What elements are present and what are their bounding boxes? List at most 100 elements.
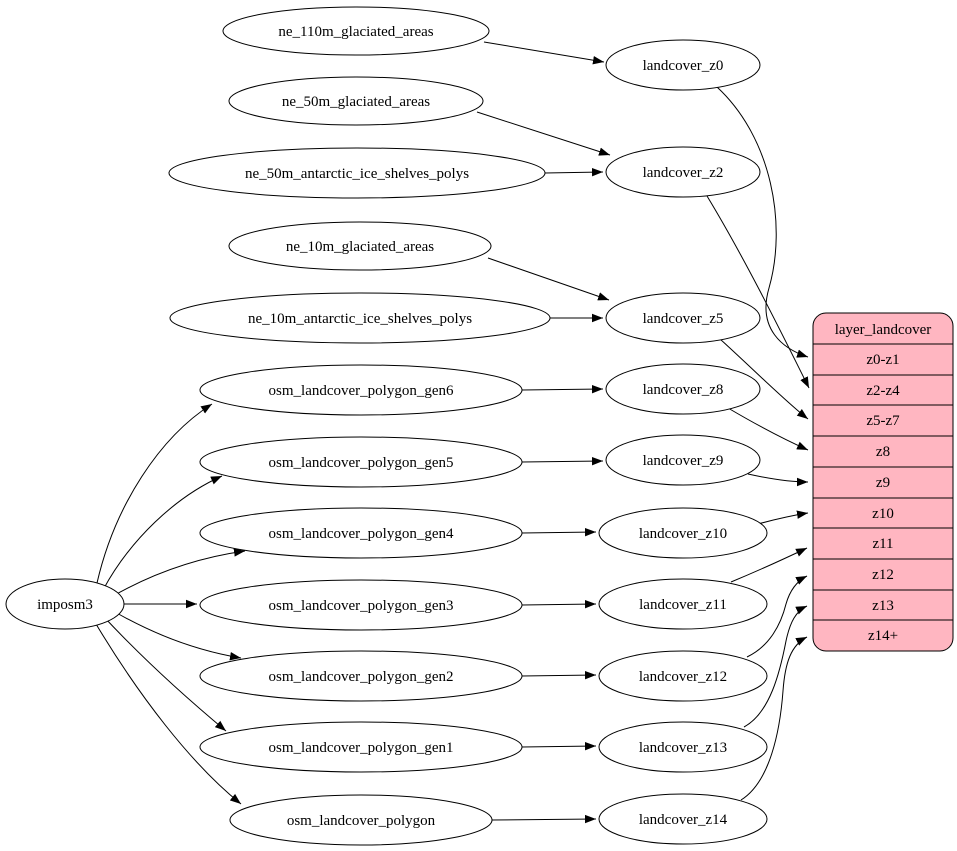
node-shape — [222, 6, 490, 56]
node-osm-landcover-polygon: osm_landcover_polygon — [229, 794, 493, 846]
node-osm-landcover-polygon-gen6: osm_landcover_polygon_gen6 — [199, 364, 523, 416]
edge-z9-to-row — [747, 473, 809, 487]
table-row-z0-z1: z0-z1 — [866, 352, 899, 368]
node-landcover-z12: landcover_z12 — [598, 650, 768, 702]
node-shape — [199, 579, 523, 631]
edge-gen2-to-z12 — [521, 670, 597, 680]
node-shape — [199, 436, 523, 488]
node-osm-landcover-polygon-gen2: osm_landcover_polygon_gen2 — [199, 650, 523, 702]
node-osm-landcover-polygon-gen1: osm_landcover_polygon_gen1 — [199, 721, 523, 773]
node-label: ne_10m_glaciated_areas — [286, 239, 434, 255]
node-landcover-z13: landcover_z13 — [598, 721, 768, 773]
node-osm-landcover-polygon-gen5: osm_landcover_polygon_gen5 — [199, 436, 523, 488]
node-shape — [199, 721, 523, 773]
node-label: ne_10m_antarctic_ice_shelves_polys — [248, 311, 472, 327]
node-shape — [605, 292, 761, 344]
edge-imposm3-to-gen5 — [102, 475, 223, 591]
table-row-z11: z11 — [872, 536, 893, 552]
table-row-z13: z13 — [872, 598, 894, 614]
edge-ne50m-ant-to-z2 — [544, 167, 604, 177]
node-label: ne_110m_glaciated_areas — [278, 24, 433, 40]
node-landcover-z9: landcover_z9 — [605, 434, 761, 486]
node-shape — [168, 147, 546, 199]
edge-gen5-to-z9 — [521, 456, 604, 466]
node-label: landcover_z5 — [643, 311, 724, 327]
edge-z13-to-row — [743, 605, 808, 728]
edge-z11-to-row — [730, 547, 808, 583]
node-label: osm_landcover_polygon_gen6 — [269, 383, 454, 399]
node-shape — [605, 39, 761, 91]
node-ne-10m-glaciated-areas: ne_10m_glaciated_areas — [228, 221, 492, 271]
node-label: imposm3 — [37, 597, 93, 613]
node-label: landcover_z9 — [643, 453, 724, 469]
layer-landcover-table: layer_landcover z0-z1 z2-z4 z5-z7 z8 z9 … — [812, 312, 954, 652]
node-shape — [228, 221, 492, 271]
edges — [95, 41, 810, 824]
node-label: landcover_z10 — [639, 526, 727, 542]
node-ne-110m-glaciated-areas: ne_110m_glaciated_areas — [222, 6, 490, 56]
node-landcover-z2: landcover_z2 — [605, 146, 761, 198]
node-label: landcover_z8 — [643, 382, 724, 398]
edge-imposm3-to-gen1 — [104, 617, 227, 732]
edge-z0-to-row — [716, 86, 809, 358]
edge-z14-to-row — [740, 636, 808, 801]
node-shape — [598, 578, 768, 630]
node-shape — [598, 793, 768, 845]
node-imposm3: imposm3 — [5, 578, 125, 630]
edge-z10-to-row — [757, 510, 809, 525]
node-landcover-z11: landcover_z11 — [598, 578, 768, 630]
edge-gen6-to-z8 — [521, 384, 604, 394]
edge-gen4-to-z10 — [521, 527, 597, 537]
node-shape — [228, 76, 484, 126]
node-label: landcover_z14 — [639, 812, 728, 828]
node-label: landcover_z12 — [639, 669, 727, 685]
node-label: landcover_z11 — [639, 597, 727, 613]
node-shape — [199, 507, 523, 559]
node-landcover-z10: landcover_z10 — [598, 507, 768, 559]
edge-ne110m-to-z0 — [483, 41, 605, 65]
node-shape — [229, 794, 493, 846]
node-label: ne_50m_antarctic_ice_shelves_polys — [245, 166, 469, 182]
node-label: landcover_z13 — [639, 740, 727, 756]
table-row-z12: z12 — [872, 567, 894, 583]
node-label: osm_landcover_polygon_gen2 — [269, 669, 454, 685]
table-row-z14plus: z14+ — [868, 628, 898, 644]
table-row-z10: z10 — [872, 506, 894, 522]
node-label: landcover_z0 — [643, 58, 724, 74]
edge-z2-to-row — [706, 195, 810, 389]
node-shape — [169, 292, 551, 344]
edge-imposm3-to-gen6 — [96, 403, 213, 584]
edge-gen1-to-z13 — [521, 741, 597, 751]
table-row-z9: z9 — [876, 475, 890, 491]
node-label: osm_landcover_polygon_gen4 — [269, 526, 454, 542]
edge-z12-to-row — [746, 575, 808, 658]
node-shape — [199, 364, 523, 416]
edge-z8-to-row — [727, 407, 809, 451]
node-shape — [605, 434, 761, 486]
node-osm-landcover-polygon-gen3: osm_landcover_polygon_gen3 — [199, 579, 523, 631]
edge-ne50m-to-z2 — [476, 111, 611, 156]
node-ne-50m-antarctic-ice-shelves-polys: ne_50m_antarctic_ice_shelves_polys — [168, 147, 546, 199]
table-title: layer_landcover — [835, 322, 932, 338]
node-landcover-z8: landcover_z8 — [605, 363, 761, 415]
node-label: osm_landcover_polygon_gen1 — [269, 740, 454, 756]
table-row-z5-z7: z5-z7 — [866, 413, 900, 429]
node-shape — [605, 363, 761, 415]
node-label: osm_landcover_polygon_gen3 — [269, 598, 454, 614]
node-label: landcover_z2 — [643, 165, 724, 181]
edge-gen3-to-z11 — [521, 599, 597, 609]
table-row-z2-z4: z2-z4 — [866, 383, 900, 399]
node-label: ne_50m_glaciated_areas — [282, 94, 430, 110]
node-shape — [199, 650, 523, 702]
node-shape — [5, 578, 125, 630]
node-label: osm_landcover_polygon — [287, 813, 436, 829]
edge-z5-to-row — [719, 338, 809, 420]
node-shape — [605, 146, 761, 198]
table-row-z8: z8 — [876, 444, 890, 460]
table-outline — [812, 312, 954, 652]
node-shape — [598, 650, 768, 702]
node-ne-10m-antarctic-ice-shelves-polys: ne_10m_antarctic_ice_shelves_polys — [169, 292, 551, 344]
edge-imposm3-to-gen4 — [112, 548, 246, 597]
node-landcover-z5: landcover_z5 — [605, 292, 761, 344]
